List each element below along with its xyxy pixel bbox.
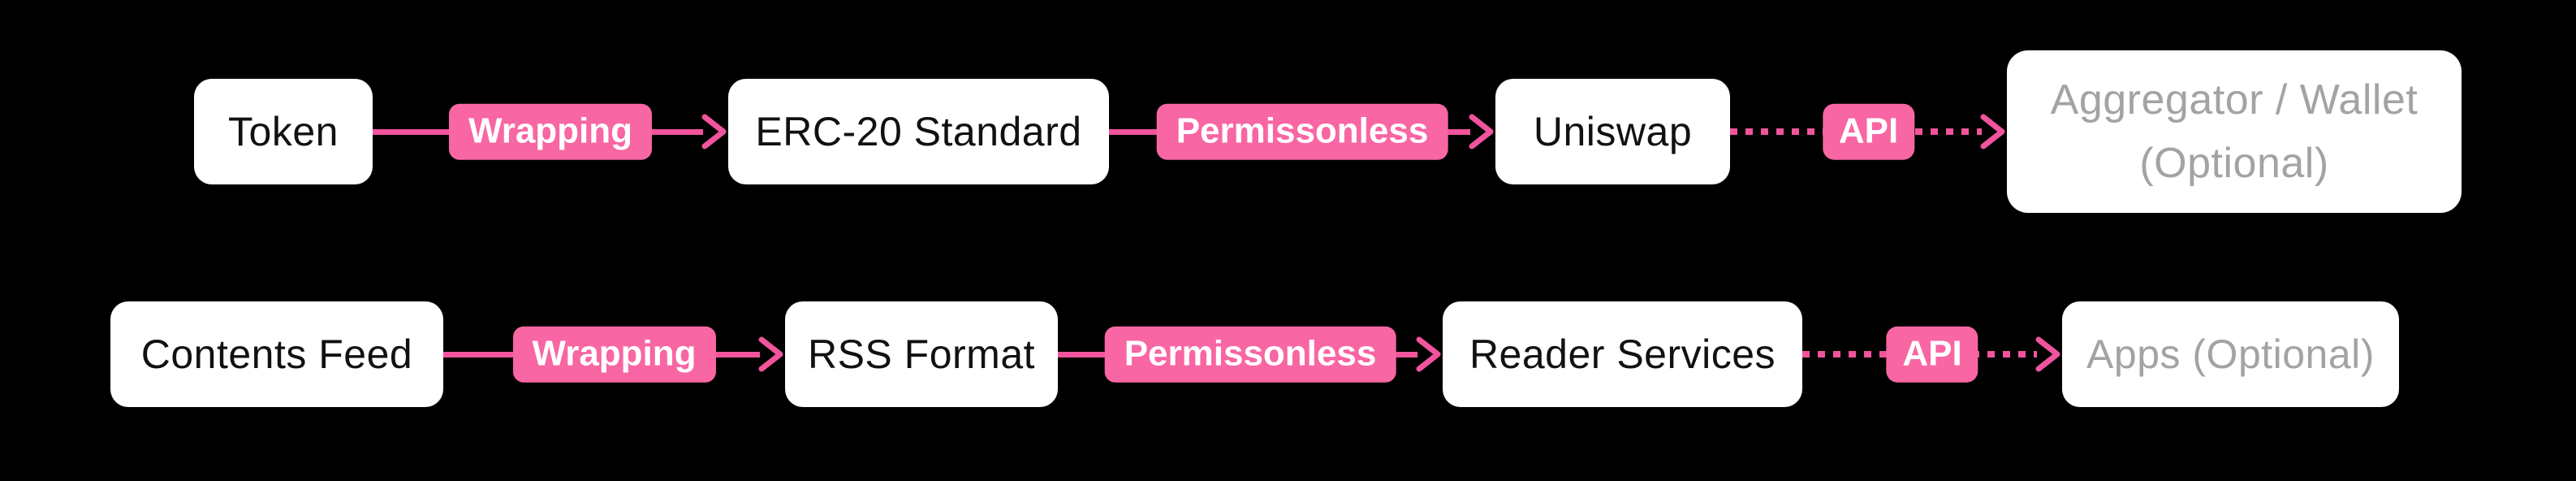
node-label-line2: (Optional) — [2139, 140, 2329, 187]
arrow-head-icon — [2035, 336, 2060, 372]
node-label-line1: Aggregator / Wallet — [2050, 76, 2419, 124]
edge-rss-to-reader: Permissonless — [1058, 301, 1443, 407]
edge-reader-to-apps: API — [1802, 301, 2062, 407]
edge-feed-to-rss: Wrapping — [443, 301, 785, 407]
node-contents-feed: Contents Feed — [110, 301, 443, 407]
node-aggregator-wallet: Aggregator / Wallet (Optional) — [2007, 50, 2462, 213]
edge-uniswap-to-aggregator: API — [1730, 79, 2007, 184]
node-token: Token — [194, 79, 373, 184]
edge-erc20-to-uniswap: Permissonless — [1109, 79, 1495, 184]
arrow-head-icon — [701, 114, 727, 150]
token-flow-row: Token Wrapping ERC-20 Standard Permisson… — [194, 50, 2462, 213]
edge-label-api: API — [1886, 326, 1978, 383]
node-rss-format: RSS Format — [785, 301, 1058, 407]
edge-label-permissonless: Permissonless — [1156, 103, 1448, 160]
arrow-head-icon — [758, 336, 783, 372]
node-apps-optional: Apps (Optional) — [2062, 301, 2399, 407]
edge-label-wrapping: Wrapping — [448, 103, 653, 160]
edge-label-permissonless: Permissonless — [1104, 326, 1396, 383]
content-flow-row: Contents Feed Wrapping RSS Format Permis… — [110, 301, 2399, 407]
node-erc20-standard: ERC-20 Standard — [728, 79, 1109, 184]
edge-label-wrapping: Wrapping — [512, 326, 716, 383]
arrow-head-icon — [1416, 336, 1441, 372]
node-reader-services: Reader Services — [1443, 301, 1802, 407]
arrow-head-icon — [1469, 114, 1494, 150]
edge-label-api: API — [1822, 103, 1915, 160]
node-uniswap: Uniswap — [1495, 79, 1730, 184]
edge-token-to-erc20: Wrapping — [373, 79, 728, 184]
arrow-head-icon — [1980, 114, 2005, 150]
